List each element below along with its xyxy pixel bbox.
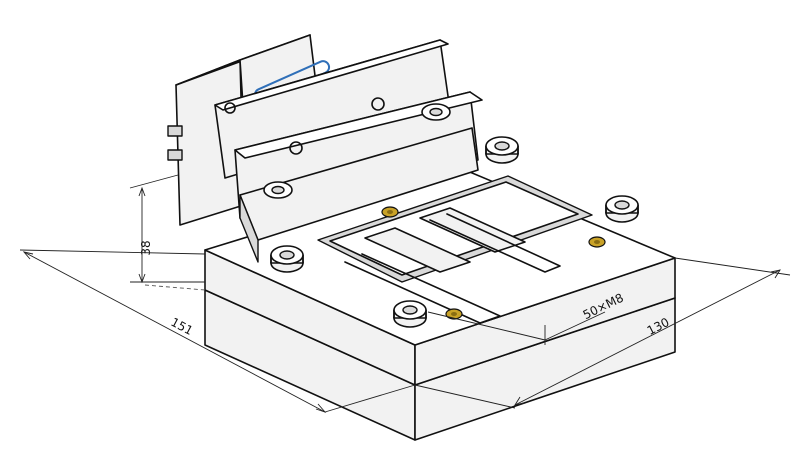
pins	[381, 206, 606, 320]
dimension-width: 130	[414, 257, 791, 409]
housing-peg-lower	[167, 149, 183, 161]
jaw-hole-top	[224, 102, 236, 114]
base-split-line-front	[204, 289, 416, 386]
bolt-icon	[263, 181, 293, 199]
bolts	[263, 103, 639, 328]
jaw-lower-end	[239, 194, 259, 263]
dimension-length-label: 151	[168, 315, 195, 338]
dimension-height: 38	[129, 174, 205, 284]
jaw-plate-top	[214, 39, 449, 111]
dimension-height-label: 38	[139, 240, 153, 255]
pin-icon	[445, 308, 463, 320]
bolt-icon	[393, 300, 427, 328]
jaw-hole-right	[371, 97, 385, 111]
pocket-rib-2	[419, 207, 526, 253]
pocket-inner-slot-2	[429, 213, 561, 273]
bolt-icon	[421, 103, 451, 121]
housing-peg-upper	[167, 125, 183, 137]
jaw-hole-left	[289, 141, 303, 155]
pocket-rib	[364, 227, 471, 273]
bolt-icon	[270, 245, 304, 273]
pocket-inner-slot-1	[344, 253, 501, 324]
pocket-group	[317, 175, 593, 324]
pin-icon	[588, 236, 606, 248]
bolt-icon	[485, 136, 519, 164]
bolt-icon	[605, 195, 639, 223]
jaw-assembly	[167, 34, 483, 263]
pin-icon	[381, 206, 399, 218]
